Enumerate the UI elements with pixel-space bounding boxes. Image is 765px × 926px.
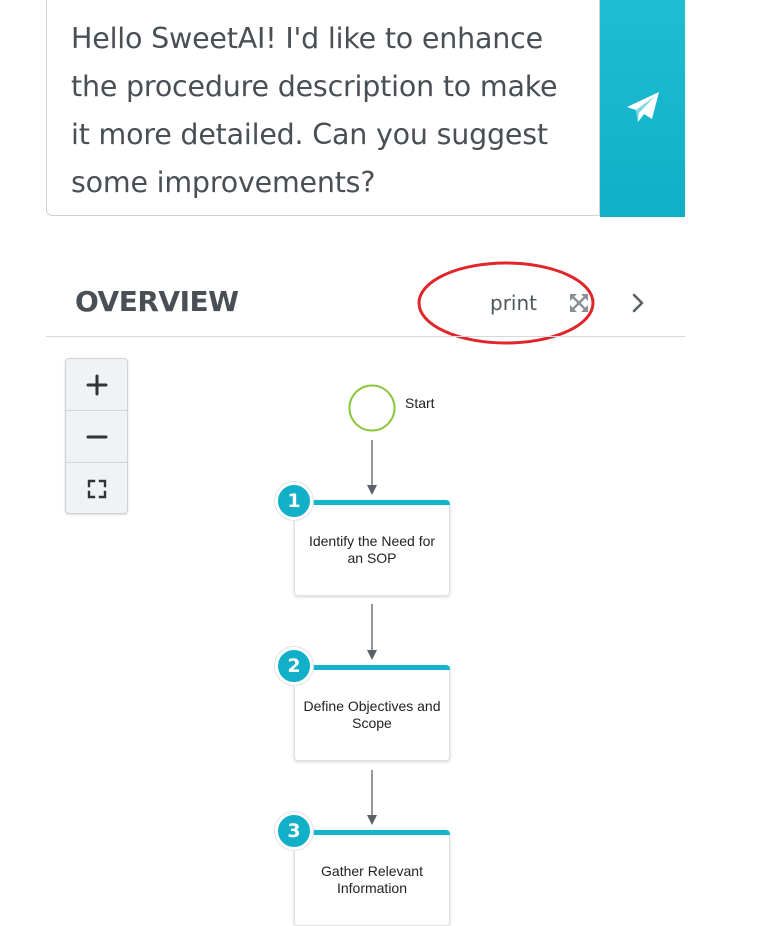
step-number-badge: 1 xyxy=(275,482,313,520)
minus-icon xyxy=(86,435,107,438)
step-label: Define Objectives and Scope xyxy=(303,698,441,731)
zoom-in-button[interactable] xyxy=(66,359,127,411)
step-label: Identify the Need for an SOP xyxy=(308,533,436,566)
start-node[interactable] xyxy=(348,384,396,432)
fit-screen-icon xyxy=(87,479,106,499)
fit-screen-button[interactable] xyxy=(66,463,127,513)
chevron-right-icon[interactable] xyxy=(628,292,648,314)
step-number-badge: 3 xyxy=(275,812,313,850)
chat-message-input[interactable]: Hello SweetAI! I'd like to enhance the p… xyxy=(46,0,600,216)
step-card-3[interactable]: Gather Relevant Information xyxy=(294,830,450,926)
step-card-2[interactable]: Define Objectives and Scope xyxy=(294,665,450,761)
step-label: Gather Relevant Information xyxy=(321,863,423,896)
overview-title: OVERVIEW xyxy=(75,285,239,318)
send-button[interactable] xyxy=(600,0,685,217)
header-divider xyxy=(46,336,685,337)
step-card-1[interactable]: Identify the Need for an SOP xyxy=(294,500,450,596)
paper-plane-icon xyxy=(626,91,659,122)
plus-icon xyxy=(86,374,107,395)
zoom-controls xyxy=(65,358,128,514)
start-label: Start xyxy=(405,395,435,411)
zoom-out-button[interactable] xyxy=(66,411,127,463)
step-number-badge: 2 xyxy=(275,647,313,685)
